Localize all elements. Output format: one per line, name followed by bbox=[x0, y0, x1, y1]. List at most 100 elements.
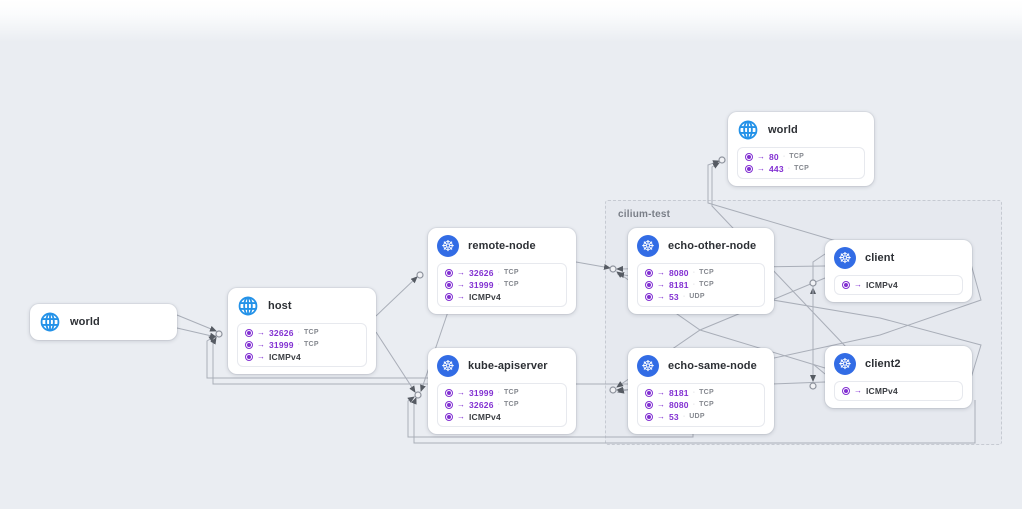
access-point-row[interactable]: →32626·TCP bbox=[245, 328, 359, 338]
connector-dot-client2 bbox=[809, 382, 817, 390]
access-point-row[interactable]: →ICMPv4 bbox=[842, 386, 955, 396]
node-header: ☸remote-node bbox=[437, 235, 567, 257]
access-point-row[interactable]: →8181·TCP bbox=[645, 280, 757, 290]
port-label: ICMPv4 bbox=[469, 412, 501, 422]
port-label: 32626 bbox=[269, 328, 294, 338]
access-point-icon bbox=[645, 269, 653, 277]
port-label: ICMPv4 bbox=[866, 280, 898, 290]
ingress-arrow-icon: → bbox=[757, 164, 765, 173]
protocol-label: TCP bbox=[503, 281, 519, 288]
flow-edge-client2-to-kube-apiserver bbox=[410, 397, 976, 444]
service-node-remote-node[interactable]: ☸remote-node→32626·TCP→31999·TCP→ICMPv4 bbox=[428, 228, 576, 314]
access-point-row[interactable]: →8080·TCP bbox=[645, 400, 757, 410]
protocol-label: UDP bbox=[689, 413, 705, 420]
separator-dot: · bbox=[497, 401, 500, 408]
connector-dot-client bbox=[809, 279, 817, 287]
separator-dot: · bbox=[497, 281, 500, 288]
service-node-client[interactable]: ☸ client →ICMPv4 bbox=[825, 240, 972, 302]
access-point-icon bbox=[445, 293, 453, 301]
node-header: ☸ echo-same-node bbox=[637, 355, 765, 377]
ingress-arrow-icon: → bbox=[457, 268, 465, 277]
access-point-row[interactable]: →31999·TCP bbox=[445, 280, 559, 290]
access-point-row[interactable]: →ICMPv4 bbox=[842, 280, 955, 290]
node-title: world bbox=[768, 124, 798, 136]
separator-dot: · bbox=[692, 389, 696, 396]
namespace-label: cilium-test bbox=[618, 209, 671, 220]
access-point-icon bbox=[745, 165, 753, 173]
access-point-icon bbox=[645, 413, 653, 421]
ingress-arrow-icon: → bbox=[457, 292, 465, 301]
service-node-echo-same-node[interactable]: ☸ echo-same-node →8181·TCP →8080·TCP →53·UDP bbox=[628, 348, 774, 434]
node-title: client bbox=[865, 252, 895, 264]
service-node-world-top[interactable]: world →80·TCP →443·TCP bbox=[728, 112, 874, 186]
flow-edge-remote-node-to-echo-other-node bbox=[575, 261, 611, 270]
flow-edge-remote-node-to-kube-apiserver bbox=[420, 299, 453, 392]
flow-edge-client-to-client2 bbox=[810, 253, 826, 382]
access-point-row[interactable]: →31999·TCP bbox=[445, 388, 559, 398]
separator-dot: · bbox=[297, 341, 300, 348]
kubernetes-icon: ☸ bbox=[834, 353, 856, 375]
connector-dot-echo-other-node bbox=[609, 265, 617, 273]
access-point-icon bbox=[445, 389, 453, 397]
protocol-label: TCP bbox=[503, 389, 519, 396]
port-label: 8181 bbox=[669, 280, 689, 290]
service-node-world-left[interactable]: world bbox=[30, 304, 177, 340]
separator-dot: · bbox=[782, 153, 786, 160]
port-label: ICMPv4 bbox=[269, 352, 301, 362]
globe-icon bbox=[737, 119, 759, 141]
access-point-row[interactable]: →443·TCP bbox=[745, 164, 857, 174]
flow-edge-client2-to-world-top bbox=[711, 162, 848, 349]
ingress-arrow-icon: → bbox=[657, 388, 665, 397]
access-point-icon bbox=[645, 389, 653, 397]
port-label: 32626 bbox=[469, 268, 494, 278]
protocol-label: TCP bbox=[303, 341, 319, 348]
flow-edge-world-left-to-host bbox=[176, 314, 217, 332]
access-point-list: →8080·TCP→8181·TCP→53·UDP bbox=[637, 263, 765, 307]
node-title: kube-apiserver bbox=[468, 360, 548, 372]
separator-dot: · bbox=[682, 413, 686, 420]
access-point-row[interactable]: →8181·TCP bbox=[645, 388, 757, 398]
ingress-arrow-icon: → bbox=[854, 386, 862, 395]
kubernetes-icon: ☸ bbox=[637, 355, 659, 377]
service-node-host[interactable]: host→32626·TCP→31999·TCP→ICMPv4 bbox=[228, 288, 376, 374]
protocol-label: TCP bbox=[699, 269, 714, 276]
access-point-row[interactable]: →8080·TCP bbox=[645, 268, 757, 278]
node-title: echo-same-node bbox=[668, 360, 757, 372]
port-label: ICMPv4 bbox=[469, 292, 501, 302]
access-point-row[interactable]: →80·TCP bbox=[745, 152, 857, 162]
access-point-icon bbox=[445, 269, 453, 277]
service-node-echo-other-node[interactable]: ☸echo-other-node→8080·TCP→8181·TCP→53·UD… bbox=[628, 228, 774, 314]
access-point-row[interactable]: →ICMPv4 bbox=[445, 412, 559, 422]
port-label: 31999 bbox=[469, 280, 494, 290]
node-title: world bbox=[70, 316, 100, 328]
flow-edge-world-left-to-host bbox=[176, 327, 217, 339]
flow-edge-echo-same-node-to-host bbox=[210, 337, 628, 385]
protocol-label: TCP bbox=[503, 269, 519, 276]
connector-dot-kube-apiserver bbox=[414, 391, 422, 399]
flow-edge-host-to-remote-node bbox=[375, 276, 418, 317]
access-point-row[interactable]: →53·UDP bbox=[645, 412, 757, 422]
port-label: 31999 bbox=[469, 388, 494, 398]
kubernetes-icon: ☸ bbox=[834, 247, 856, 269]
ingress-arrow-icon: → bbox=[257, 352, 265, 361]
access-point-icon bbox=[745, 153, 753, 161]
service-node-kube-apiserver[interactable]: ☸kube-apiserver→31999·TCP→32626·TCP→ICMP… bbox=[428, 348, 576, 434]
ingress-arrow-icon: → bbox=[657, 292, 665, 301]
service-node-client2[interactable]: ☸client2→ICMPv4 bbox=[825, 346, 972, 408]
access-point-row[interactable]: →31999·TCP bbox=[245, 340, 359, 350]
access-point-row[interactable]: → ICMPv4 bbox=[245, 352, 359, 362]
access-point-row[interactable]: →53·UDP bbox=[645, 292, 757, 302]
separator-dot: · bbox=[787, 165, 791, 172]
access-point-row[interactable]: →32626·TCP bbox=[445, 400, 559, 410]
access-point-row[interactable]: → ICMPv4 bbox=[445, 292, 559, 302]
access-point-icon bbox=[842, 387, 850, 395]
separator-dot: · bbox=[682, 293, 686, 300]
access-point-row[interactable]: →32626·TCP bbox=[445, 268, 559, 278]
access-point-list: →ICMPv4 bbox=[834, 381, 963, 401]
protocol-label: TCP bbox=[789, 153, 805, 160]
separator-dot: · bbox=[692, 269, 696, 276]
access-point-icon bbox=[245, 341, 253, 349]
access-point-icon bbox=[645, 281, 653, 289]
port-label: 8080 bbox=[669, 268, 689, 278]
